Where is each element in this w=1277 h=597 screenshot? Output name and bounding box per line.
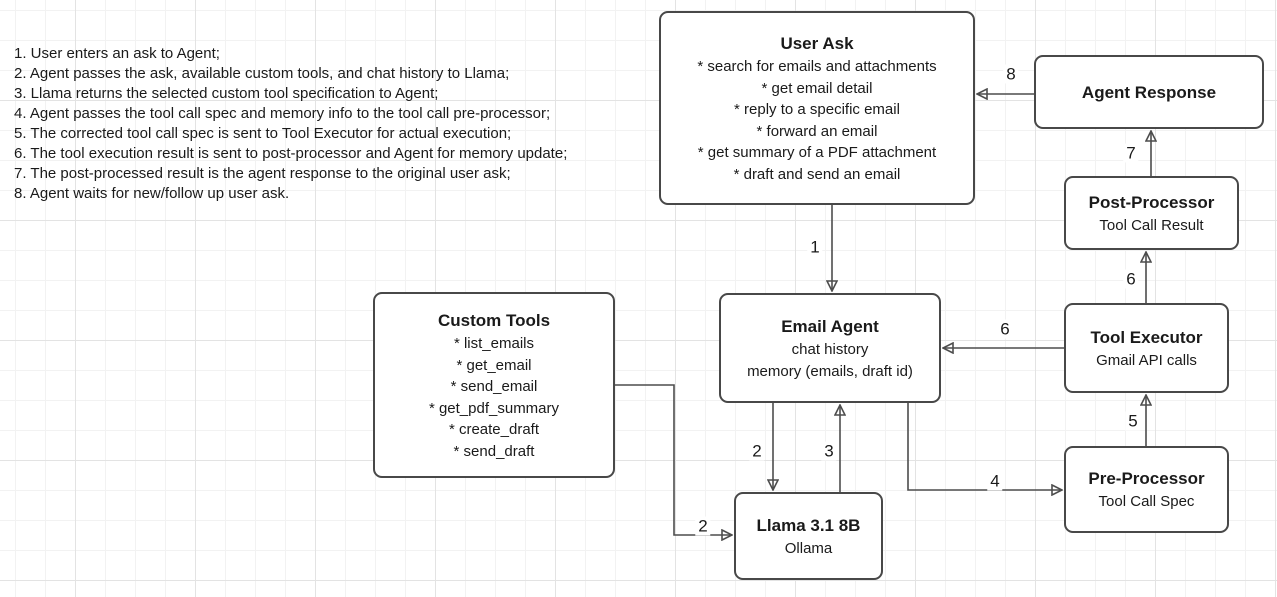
custom-tool-item: * create_draft [448, 421, 540, 438]
node-pre-processor[interactable]: Pre-Processor Tool Call Spec [1064, 446, 1229, 533]
process-step: 6. The tool execution result is sent to … [14, 145, 568, 162]
user-ask-items: * search for emails and attachments * get… [697, 56, 936, 185]
node-subtitle: Tool Call Spec [1098, 493, 1195, 511]
custom-tool-item: * send_email [450, 378, 538, 395]
node-llama[interactable]: Llama 3.1 8B Ollama [734, 492, 883, 580]
node-title: User Ask [780, 34, 854, 53]
node-agent-response[interactable]: Agent Response [1034, 55, 1264, 129]
email-agent-line: memory (emails, draft id) [747, 362, 913, 380]
custom-tool-item: * list_emails [453, 335, 534, 352]
edge-label-4: 4 [987, 471, 1003, 491]
process-step: 2. Agent passes the ask, available custo… [14, 65, 510, 82]
user-ask-item: * get summary of a PDF attachment [697, 144, 937, 161]
node-user-ask[interactable]: User Ask * search for emails and attachm… [659, 11, 975, 205]
process-step: 4. Agent passes the tool call spec and m… [14, 105, 551, 122]
node-subtitle: Ollama [784, 539, 833, 557]
node-custom-tools[interactable]: Custom Tools * list_emails * get_email * s… [373, 292, 615, 478]
edge-2-customtools-to-llama[interactable] [615, 384, 732, 535]
node-tool-executor[interactable]: Tool Executor Gmail API calls [1064, 303, 1229, 393]
custom-tools-items: * list_emails * get_email * send_email * ge… [429, 333, 559, 462]
node-subtitle: Gmail API calls [1096, 351, 1197, 369]
node-title: Custom Tools [437, 311, 551, 330]
process-step: 5. The corrected tool call spec is sent … [14, 125, 512, 142]
node-title: Post-Processor [1088, 192, 1215, 212]
user-ask-item: * reply to a specific email [734, 101, 900, 118]
node-title: Tool Executor [1090, 327, 1203, 347]
edge-label-7: 7 [1123, 143, 1139, 163]
edge-label-2-tools: 2 [695, 516, 711, 536]
user-ask-item: * get email detail [761, 79, 873, 97]
process-step: 3. Llama returns the selected custom too… [14, 85, 439, 102]
user-ask-item: * draft and send an email [733, 165, 901, 183]
edge-label-2-agent: 2 [749, 441, 765, 461]
edge-label-8: 8 [1003, 64, 1019, 84]
email-agent-lines: chat history memory (emails, draft id) [747, 339, 913, 382]
node-email-agent[interactable]: Email Agent chat history memory (emails, … [719, 293, 941, 403]
process-steps-list: 1. User enters an ask to Agent; 2. Agent … [14, 44, 567, 204]
edge-label-6-up: 6 [1123, 269, 1139, 289]
node-title: Llama 3.1 8B [756, 515, 861, 535]
process-step: 8. Agent waits for new/follow up user as… [14, 185, 290, 202]
node-title: Email Agent [781, 317, 879, 336]
custom-tool-item: * get_pdf_summary [428, 399, 560, 417]
user-ask-item: * forward an email [756, 122, 878, 140]
node-subtitle: Tool Call Result [1099, 216, 1204, 234]
edge-label-6-left: 6 [997, 319, 1013, 339]
custom-tool-item: * send_draft [453, 442, 535, 460]
user-ask-item: * search for emails and attachments [697, 58, 937, 75]
custom-tool-item: * get_email [456, 356, 532, 374]
edge-label-5: 5 [1125, 411, 1141, 431]
node-title: Pre-Processor [1088, 469, 1205, 489]
edge-label-1: 1 [807, 237, 823, 257]
node-post-processor[interactable]: Post-Processor Tool Call Result [1064, 176, 1239, 250]
edge-label-3: 3 [821, 441, 837, 461]
process-step: 1. User enters an ask to Agent; [14, 45, 220, 62]
edge-4-emailagent-to-preproc[interactable] [907, 403, 1062, 490]
node-title: Agent Response [1081, 82, 1217, 102]
process-step: 7. The post-processed result is the agen… [14, 165, 511, 182]
email-agent-line: chat history [791, 341, 869, 358]
